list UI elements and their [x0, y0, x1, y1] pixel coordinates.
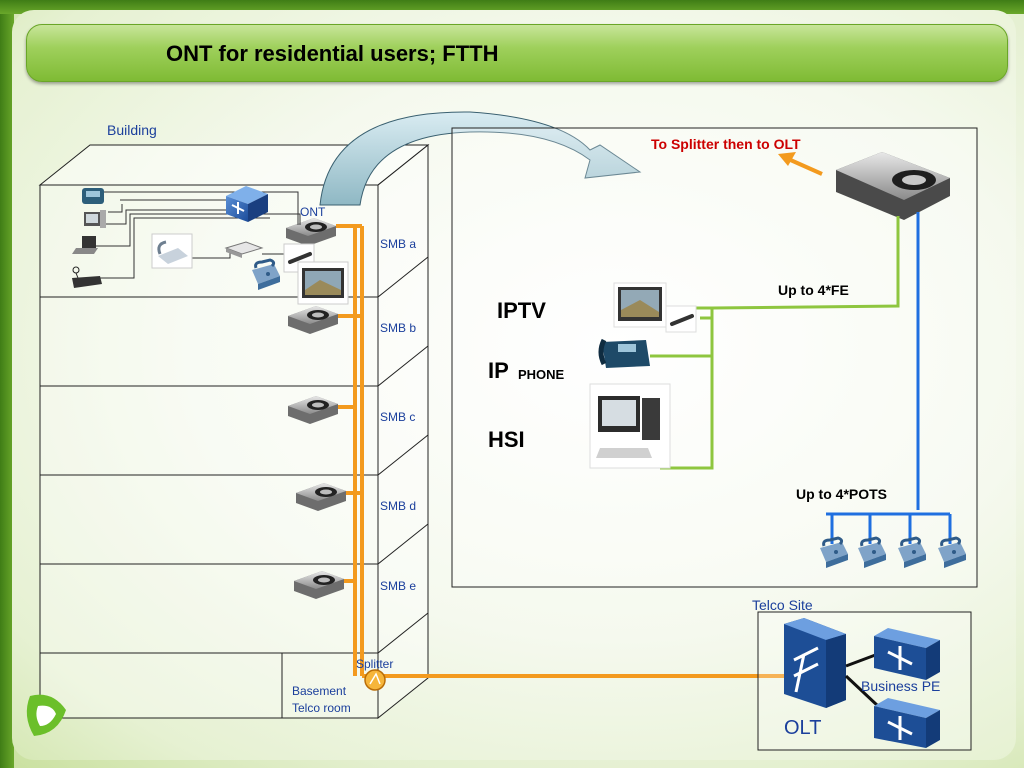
iptv-label: IPTV: [497, 298, 546, 323]
fax-phone-icon: [151, 233, 193, 269]
olt-pe-link-1: [845, 652, 879, 668]
building: [38, 143, 430, 720]
business-pe-router-icon-2: [874, 698, 940, 748]
business-pe-router-icon-1: [874, 628, 940, 680]
fe-label: Up to 4*FE: [778, 282, 849, 298]
basement-label: Basement: [292, 684, 347, 698]
title-bar: [26, 24, 1008, 82]
ont-label: ONT: [300, 205, 326, 219]
laptop-icon: [72, 236, 98, 254]
building-label: Building: [107, 122, 157, 138]
splitter-icon: [364, 669, 386, 691]
router-icon: [226, 186, 268, 222]
iptv-remote-icon: [665, 305, 697, 333]
pots-label: Up to 4*POTS: [796, 486, 888, 502]
frame-left: [0, 0, 14, 768]
splitter-note: To Splitter then to OLT: [651, 136, 801, 152]
floor-label-d: SMB d: [380, 499, 417, 513]
telco-site-label: Telco Site: [752, 597, 813, 613]
telco-room-label: Telco room: [292, 701, 351, 715]
pots-lines: [826, 212, 952, 544]
olt-label: OLT: [784, 717, 822, 739]
company-logo: [26, 694, 66, 736]
hsi-label: HSI: [488, 427, 525, 452]
tv-icon: [297, 261, 349, 305]
business-pe-label: Business PE: [861, 678, 941, 694]
zoom-arrow: [319, 111, 642, 206]
floor-label-a: SMB a: [380, 237, 417, 251]
olt-device-icon: [784, 618, 846, 708]
hsi-pc-icon: [589, 383, 671, 469]
floor-label-e: SMB e: [380, 579, 417, 593]
floor-label-c: SMB c: [380, 410, 416, 424]
floor-label-b: SMB b: [380, 321, 417, 335]
ip-phone-label-main: IP: [488, 358, 509, 383]
ont-main-device: [836, 152, 950, 220]
olt-pe-link-2: [844, 674, 880, 708]
desktop-pc-icon: [84, 210, 106, 228]
to-splitter-arrow: [778, 152, 823, 176]
settop-box-icon: [224, 241, 264, 258]
desk-phone-icon: [82, 188, 104, 204]
floor-a-devices: [72, 186, 349, 305]
slide-title: ONT for residential users; FTTH: [166, 41, 499, 66]
ip-phone-label-sub: PHONE: [518, 367, 565, 382]
fiber-lines: [330, 224, 784, 678]
splitter-label: Splitter: [356, 657, 394, 671]
fe-lines: [650, 216, 900, 470]
slide-panel: [12, 10, 1016, 760]
wifi-router-icon: [72, 266, 102, 288]
iptv-tv-icon: [613, 282, 667, 328]
ip-phone-detail-icon: [598, 338, 650, 368]
